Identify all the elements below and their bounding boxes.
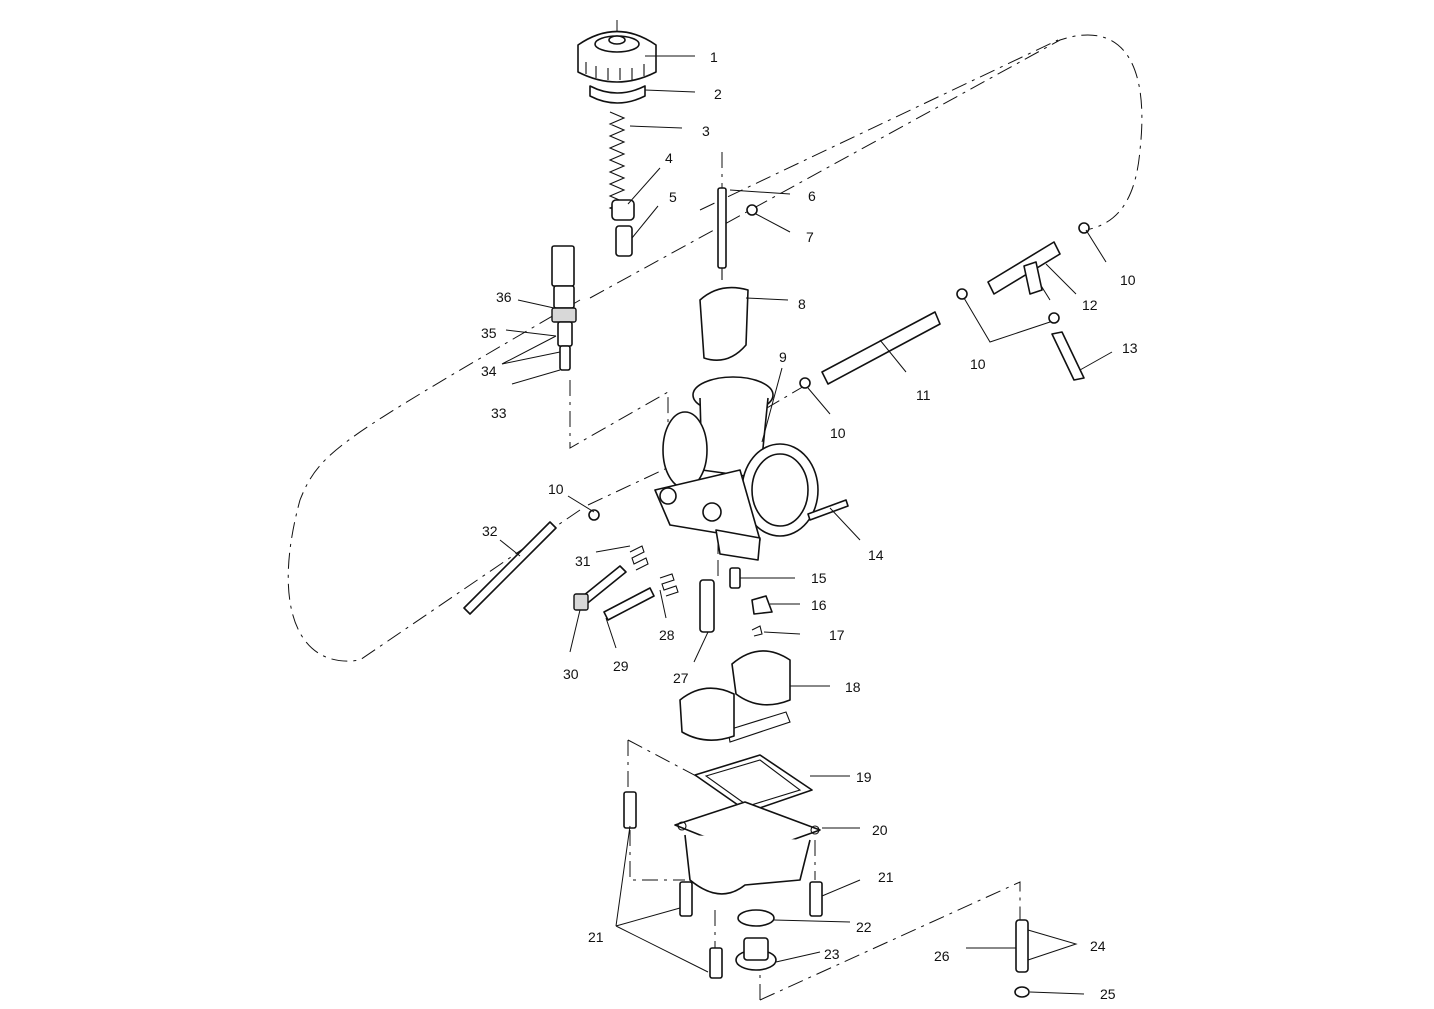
part-1-cap [577,30,657,83]
callout-8: 8 [798,296,806,312]
part-10-clamp-d [588,509,600,521]
callout-14: 14 [868,547,884,563]
part-12-tee [987,241,1061,295]
callout-10-c: 10 [970,356,986,372]
callout-4: 4 [665,150,673,166]
callout-12: 12 [1082,297,1098,313]
callout-13: 13 [1122,340,1138,356]
leader-lines [499,55,1113,995]
part-6-needle [717,187,727,280]
callout-16: 16 [811,597,827,613]
part-10-clamp-a [799,377,811,389]
part-18-float [731,650,791,706]
callout-10-d: 10 [1120,272,1136,288]
callout-10-b: 10 [548,481,564,497]
part-27-jet-holder [699,579,715,633]
callout-35: 35 [481,325,497,341]
part-33-36-cable-adjuster [551,245,577,371]
parts [463,30,1090,998]
callout-5: 5 [669,189,677,205]
callout-34: 34 [481,363,497,379]
part-13-tube [1051,331,1085,381]
callout-30: 30 [563,666,579,682]
part-7-clip [746,204,758,216]
part-24-tube [1015,919,1029,973]
callout-7: 7 [806,229,814,245]
part-27-float [679,687,735,741]
part-9-carb-body [654,376,819,561]
callout-25: 25 [1100,986,1116,1002]
callout-3: 3 [702,123,710,139]
part-21-screw-d [809,881,823,917]
part-15-jet [729,567,741,589]
part-5-fitting [615,225,633,257]
part-25-cap [1014,986,1030,998]
callout-24: 24 [1090,938,1106,954]
callout-2: 2 [714,86,722,102]
callout-27: 27 [673,670,689,686]
part-8-slide [699,286,749,361]
part-21-screw-a [623,791,637,829]
callout-33: 33 [491,405,507,421]
part-16-valve [751,595,773,615]
part-21-screw-c [709,947,723,979]
callout-29: 29 [613,658,629,674]
part-3-spring [608,111,626,215]
callout-17: 17 [829,627,845,643]
callout-11: 11 [916,387,931,403]
part-29-screw [603,587,655,621]
part-10-clamp-b [956,288,968,300]
part-22-oring [737,909,775,927]
part-31-spring [629,545,649,571]
callout-9: 9 [779,349,787,365]
part-11-hose [821,311,941,385]
callout-labels: 1 2 3 4 5 6 7 8 9 10 10 10 10 11 12 13 1… [481,49,1138,1002]
part-21-screw-b [679,881,693,917]
callout-21-b: 21 [878,869,894,885]
part-17-clip [751,625,763,637]
callout-1: 1 [710,49,718,65]
callout-18: 18 [845,679,861,695]
part-23-plug [735,937,777,971]
part-4-holder [611,199,635,221]
callout-22: 22 [856,919,872,935]
callout-31: 31 [575,553,591,569]
callout-28: 28 [659,627,675,643]
callout-21-a: 21 [588,929,604,945]
part-10-clamp-e [1048,312,1060,324]
callout-36: 36 [496,289,512,305]
callout-15: 15 [811,570,827,586]
part-2-ring [589,85,646,104]
part-28-spring [659,573,679,597]
callout-20: 20 [872,822,888,838]
part-32-hose [463,521,557,615]
callout-19: 19 [856,769,872,785]
part-14-pin [807,499,849,521]
callout-10-a: 10 [830,425,846,441]
part-20-float-bowl [674,801,821,895]
callout-26: 26 [934,948,950,964]
callout-32: 32 [482,523,498,539]
part-19-gasket [694,754,813,813]
callout-23: 23 [824,946,840,962]
callout-6: 6 [808,188,816,204]
